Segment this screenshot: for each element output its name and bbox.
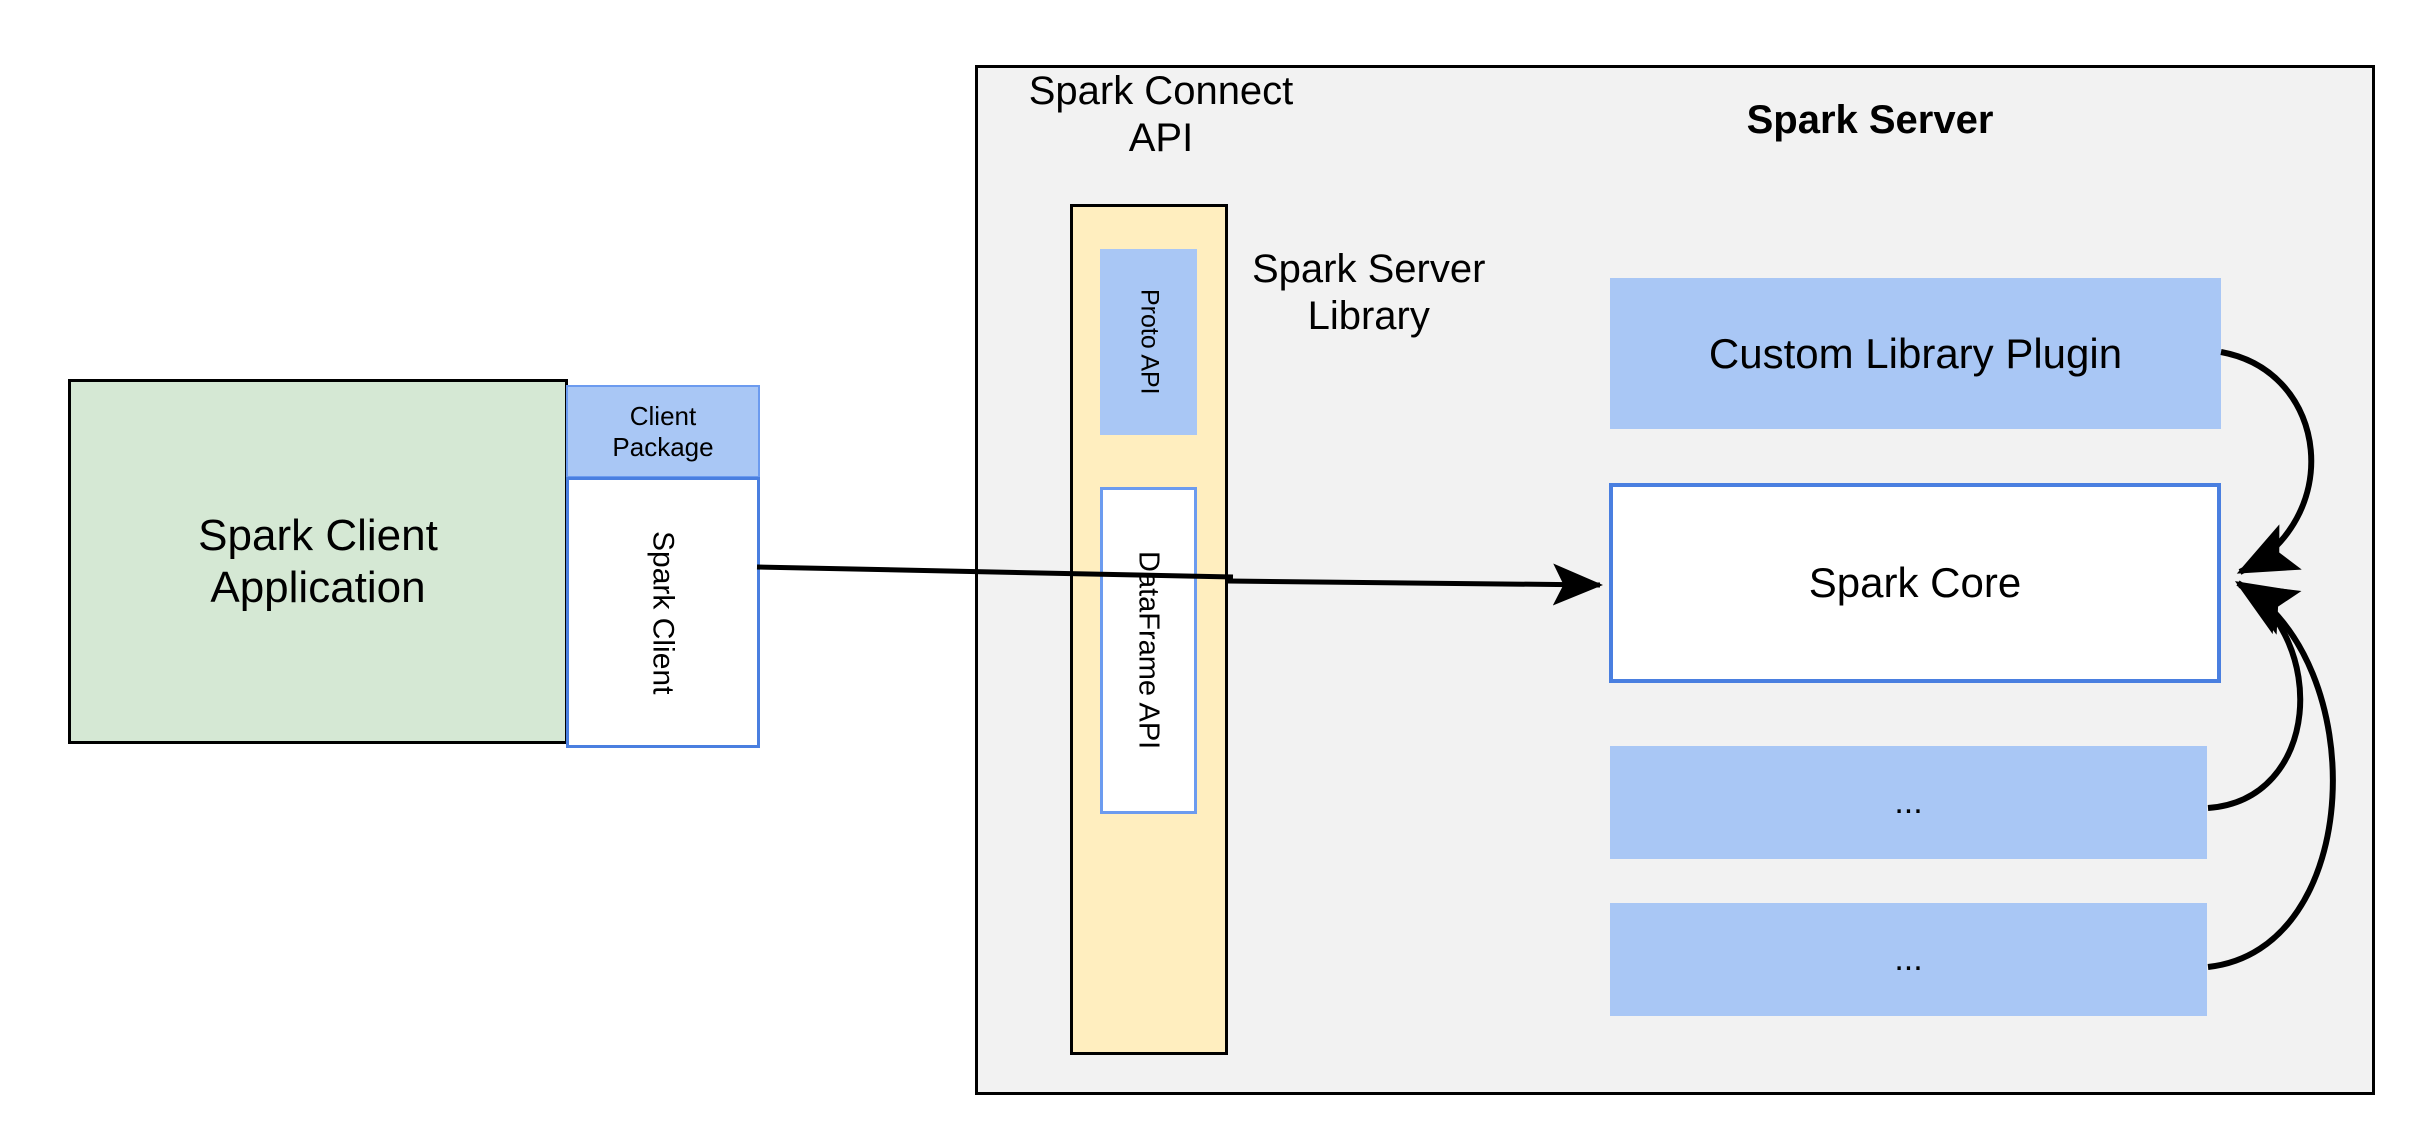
server-module-placeholder-2-label: ... — [1894, 940, 1923, 978]
spark-server-library-label: Spark Server Library — [1252, 246, 1544, 338]
spark-core-label: Spark Core — [1808, 559, 2022, 607]
proto-api-label: Proto API — [1135, 289, 1164, 395]
client-package-label-line1: Client — [629, 400, 697, 431]
spark-client-application-label-line2: Application — [210, 562, 426, 612]
spark-client-application-label-line1: Spark Client — [198, 510, 438, 560]
spark-core-box[interactable]: Spark Core — [1609, 483, 2221, 683]
server-module-placeholder-1-label: ... — [1894, 783, 1923, 821]
spark-server-library-label-line2: Library — [1307, 294, 1430, 339]
spark-client-box[interactable]: Spark Client — [566, 477, 760, 748]
spark-client-application-label: Spark Client Application — [198, 510, 438, 614]
custom-library-plugin-box[interactable]: Custom Library Plugin — [1610, 278, 2221, 429]
spark-connect-api-label-line1: Spark Connect — [1028, 69, 1294, 113]
dataframe-api-label: DataFrame API — [1132, 551, 1165, 750]
proto-api-box[interactable]: Proto API — [1100, 249, 1197, 435]
client-package-label-line2: Package — [612, 431, 714, 462]
server-module-placeholder-1[interactable]: ... — [1610, 746, 2207, 859]
client-package-box[interactable]: Client Package — [566, 385, 760, 478]
client-package-label: Client Package — [612, 401, 713, 462]
spark-connect-api-label: Spark Connect API — [1012, 68, 1310, 160]
spark-connect-api-label-line2: API — [1128, 116, 1194, 161]
dataframe-api-box[interactable]: DataFrame API — [1100, 487, 1197, 814]
spark-server-library-label-line1: Spark Server — [1252, 247, 1486, 291]
spark-server-title: Spark Server — [1746, 98, 1994, 143]
spark-client-application-box[interactable]: Spark Client Application — [68, 379, 568, 744]
custom-library-plugin-label: Custom Library Plugin — [1708, 329, 2123, 377]
server-module-placeholder-2[interactable]: ... — [1610, 903, 2207, 1016]
spark-client-label: Spark Client — [646, 530, 680, 695]
